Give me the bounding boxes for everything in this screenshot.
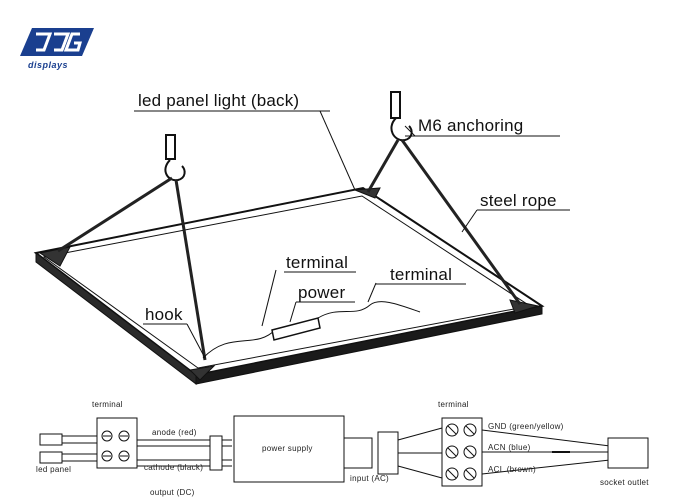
callout-leaders: [134, 110, 570, 359]
wiring-label-terminal-left: terminal: [92, 400, 123, 409]
wiring-label-anode: anode (red): [152, 428, 197, 437]
hook-left: [164, 134, 186, 182]
wiring-label-led-panel: led panel: [36, 465, 72, 474]
label-hook: hook: [145, 305, 183, 324]
label-steel-rope: steel rope: [480, 191, 557, 210]
wiring-label-terminal-right: terminal: [438, 400, 469, 409]
label-led-panel-back: led panel light (back): [138, 91, 300, 110]
brand-logo: displays: [14, 26, 96, 72]
label-power: power: [298, 283, 346, 302]
label-m6-anchoring: M6 anchoring: [418, 116, 524, 135]
wiring-label-gnd: GND (green/yellow): [488, 422, 564, 431]
wiring-label-acl: ACL (brown): [488, 465, 536, 474]
wiring-label-power-supply: power supply: [262, 444, 313, 453]
label-terminal-1: terminal: [286, 253, 349, 272]
label-terminal-2: terminal: [390, 265, 453, 284]
brand-logo-mark: [20, 28, 94, 56]
power-driver-box: [271, 317, 321, 341]
wiring-label-output: output (DC): [150, 488, 195, 497]
wiring-label-input: input (AC): [350, 474, 390, 483]
led-panel: [33, 186, 545, 386]
wiring-schematic: [39, 415, 649, 487]
wiring-label-cathode: cathode (black): [144, 463, 204, 472]
hook-right: [390, 91, 413, 142]
wiring-label-socket: socket outlet: [600, 478, 649, 487]
power-cable: [202, 269, 421, 359]
brand-logo-text: displays: [28, 60, 69, 70]
wiring-label-acn: ACN (blue): [488, 443, 531, 452]
steel-ropes: [57, 139, 522, 361]
